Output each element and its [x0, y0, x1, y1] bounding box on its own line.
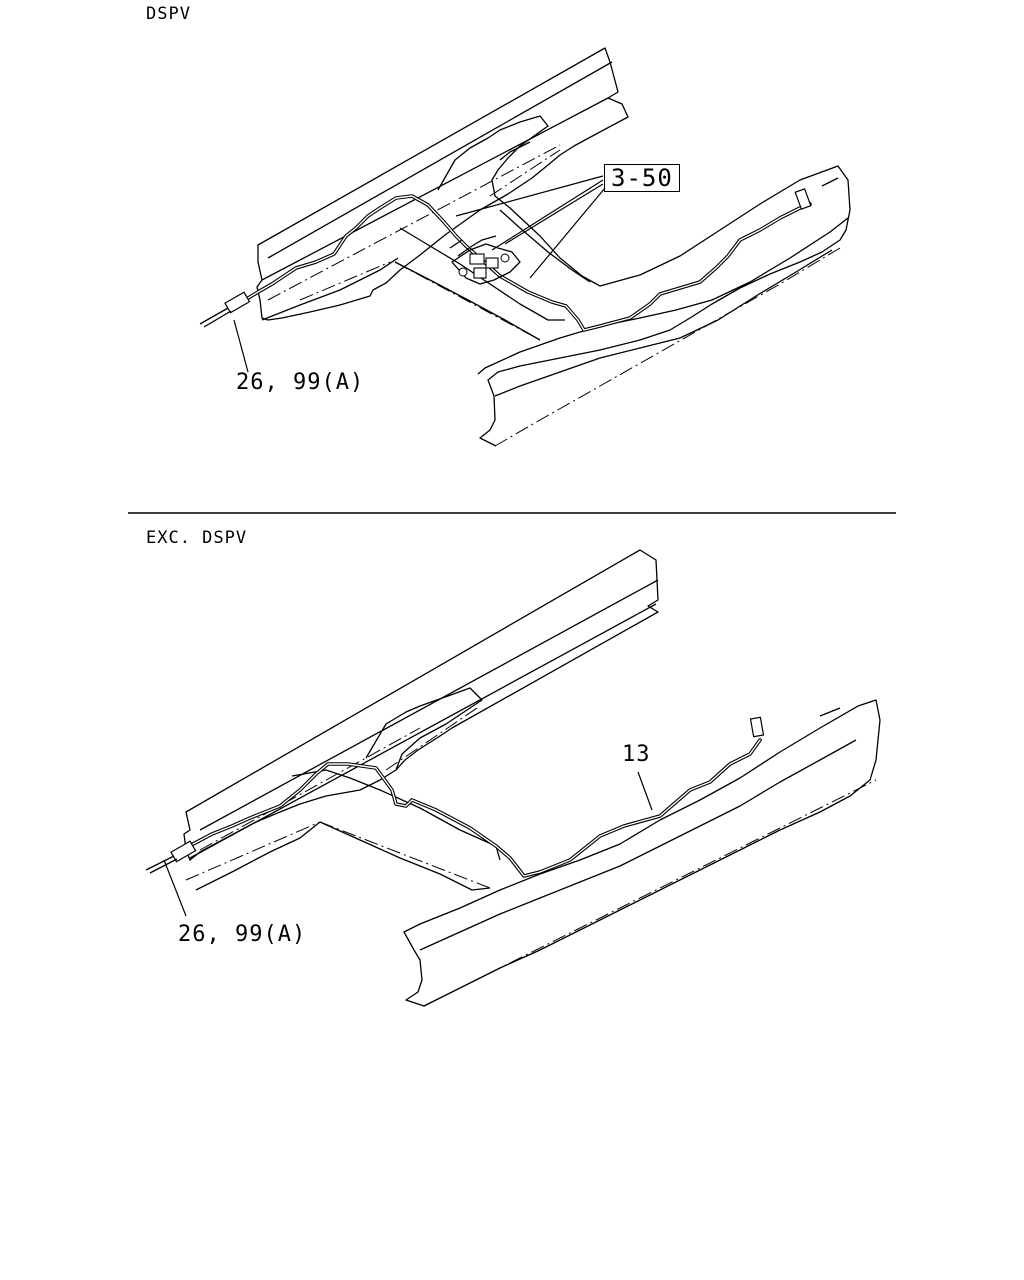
- top-upper-rail: [256, 47, 629, 321]
- top-callout-label: 26, 99(A): [236, 370, 365, 395]
- bottom-part-label: 13: [622, 742, 651, 767]
- top-lower-rail: [477, 217, 849, 375]
- dspv-valve: [449, 235, 521, 285]
- bottom-frame-drawing: [183, 549, 881, 1007]
- top-brake-pipe: [199, 188, 812, 332]
- bottom-brake-pipe: [145, 716, 765, 878]
- top-ref-box: 3-50: [604, 164, 680, 192]
- bottom-section-title: EXC. DSPV: [146, 528, 248, 548]
- bottom-callout-label: 26, 99(A): [178, 922, 307, 947]
- top-leaders: [233, 175, 606, 373]
- bottom-lower-rail: [403, 699, 881, 1007]
- top-section-title: DSPV: [146, 4, 191, 24]
- bottom-upper-rail: [183, 549, 659, 861]
- top-crossmember: [437, 115, 851, 447]
- bottom-leaders: [163, 771, 653, 917]
- top-frame-drawing: [256, 47, 851, 447]
- bottom-crossmember: [365, 687, 483, 771]
